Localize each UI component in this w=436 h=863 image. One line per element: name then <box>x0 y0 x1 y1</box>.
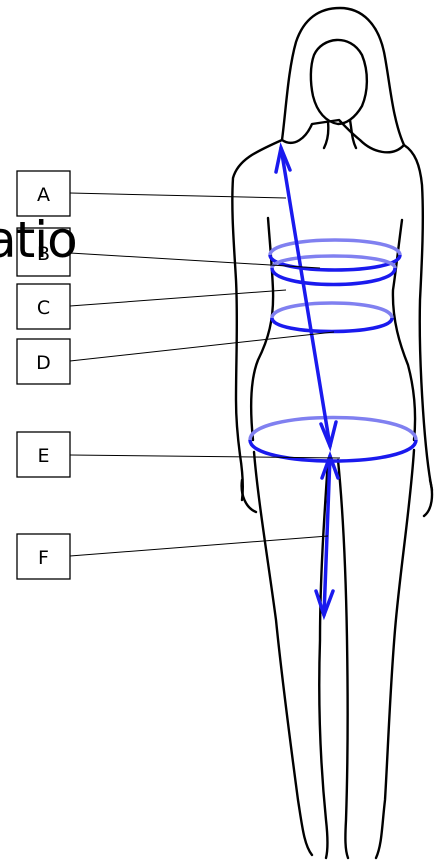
back-length-arrow-line <box>281 148 330 446</box>
leader-line-e <box>70 455 340 458</box>
label-f: F <box>38 547 49 569</box>
label-b: B <box>37 243 50 265</box>
length-arrows <box>276 148 338 615</box>
leader-line-c <box>70 290 286 306</box>
label-d: D <box>36 352 51 374</box>
waist-ring-front <box>272 318 392 332</box>
label-boxes: A B C D E F <box>17 171 70 579</box>
leader-line-a <box>70 193 286 198</box>
leader-lines <box>70 193 340 556</box>
leader-line-f <box>70 536 328 556</box>
leader-line-d <box>70 332 334 361</box>
bust-ring-back <box>270 240 400 255</box>
label-e: E <box>37 445 49 467</box>
label-a: A <box>37 184 50 206</box>
label-c: C <box>37 297 50 319</box>
waist-ring-back <box>272 303 392 318</box>
